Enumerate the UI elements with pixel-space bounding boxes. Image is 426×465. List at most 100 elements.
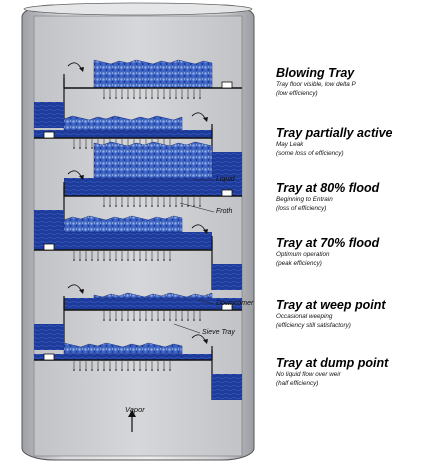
vapor-bubble [157,259,159,261]
vapor-bubble [133,259,135,261]
vapor-bubble [115,205,117,207]
vapor-bubble [157,369,159,371]
vapor-bubble [163,259,165,261]
tray-description-70-flood: Tray at 70% flood Optimum operation (pea… [276,236,424,268]
tray-description-dump-point: Tray at dump point No liquid flow over w… [276,356,424,388]
vapor-bubble [163,97,165,99]
vapor-bubble [103,205,105,207]
vapor-bubble [151,259,153,261]
vapor-bubble [175,319,177,321]
tray-stack [34,59,242,432]
vapor-bubble [133,319,135,321]
liquid-pool [34,232,212,250]
vapor-bubble [85,369,87,371]
tray-desc-line: (low efficiency) [276,90,318,97]
vapor-bubble [163,205,165,207]
vapor-bubble [103,369,105,371]
tray-dump-point [34,334,242,400]
vapor-bubble [103,259,105,261]
downcomer-label: Downcomer [216,300,254,307]
tray-title: Blowing Tray [276,66,355,80]
vapor-bubble [145,319,147,321]
vapor-bubble [139,259,141,261]
vapor-bubble [73,369,75,371]
sieve-tray-label: Sieve Tray [202,329,235,336]
vapor-bubble [85,259,87,261]
tray-blowing [34,59,242,128]
vapor-bubble [121,205,123,207]
vapor-bubble [151,97,153,99]
vapor-bubble [133,205,135,207]
vapor-bubble [103,97,105,99]
vapor-bubble [151,205,153,207]
vapor-bubble [121,369,123,371]
vapor-bubble [151,319,153,321]
downcomer-liquid [34,210,64,236]
liquid-label: Liquid [216,176,235,183]
vapor-bubble [199,319,201,321]
tray-desc-line: (efficiency still satisfactory) [276,322,351,329]
tray-description-80-flood: Tray at 80% flood Beginning to Entrain (… [276,181,424,213]
tray-title: Tray at dump point [276,356,389,370]
tray-title: Tray at weep point [276,298,386,312]
vapor-bubble [187,205,189,207]
vapor-bubble [79,147,81,149]
liquid-pool [34,130,212,138]
vapor-bubble [133,369,135,371]
vapor-bubble [91,147,93,149]
vapor-bubble [109,369,111,371]
vapor-bubble [79,259,81,261]
vapor-bubble [115,319,117,321]
vapor-bubble [157,97,159,99]
vapor-bubble [133,97,135,99]
vapor-bubble [139,205,141,207]
vapor-bubble [79,369,81,371]
inlet-box [43,131,55,139]
vapor-bubble [163,319,165,321]
tray-80-flood [34,141,242,236]
froth-region [63,215,183,233]
vapor-bubble [127,97,129,99]
inlet-box [43,243,55,251]
froth-region [63,115,183,131]
tray-description-blowing: Blowing Tray Tray floor visible, low del… [276,66,424,98]
vapor-bubble [151,369,153,371]
flow-arrowhead [203,229,208,234]
vapor-arrowhead [128,410,136,417]
downcomer-liquid [212,264,242,290]
tray-desc-line: Beginning to Entrain [276,196,333,203]
vapor-bubble [127,319,129,321]
vapor-bubble [91,369,93,371]
vapor-bubble [175,205,177,207]
vapor-bubble [193,319,195,321]
vapor-bubble [97,259,99,261]
froth-region [93,292,213,299]
vapor-bubble [145,369,147,371]
vapor-bubble [175,97,177,99]
tray-desc-line: Occasional weeping [276,313,333,320]
liquid-pool [34,354,212,360]
vapor-bubble [139,319,141,321]
tray-desc-line: (loss of efficiency) [276,205,327,212]
vapor-bubble [169,319,171,321]
inlet-box [221,189,233,197]
vapor-bubble [121,319,123,321]
vapor-bubble [127,205,129,207]
vapor-bubble [73,259,75,261]
tray-70-flood [34,215,242,290]
vapor-bubble [157,205,159,207]
tray-desc-line: Tray floor visible, low delta P [276,81,356,88]
vapor-bubble [169,205,171,207]
froth-region [93,59,213,89]
vapor-bubble [187,97,189,99]
vapor-bubble [157,319,159,321]
vapor-bubble [199,97,201,99]
vapor-bubble [115,259,117,261]
flow-arrowhead [203,339,208,344]
vapor-bubble [199,205,201,207]
inlet-box [43,353,55,361]
liquid-pool [64,298,242,310]
tray-title: Tray at 80% flood [276,181,380,195]
tray-title: Tray at 70% flood [276,236,380,250]
